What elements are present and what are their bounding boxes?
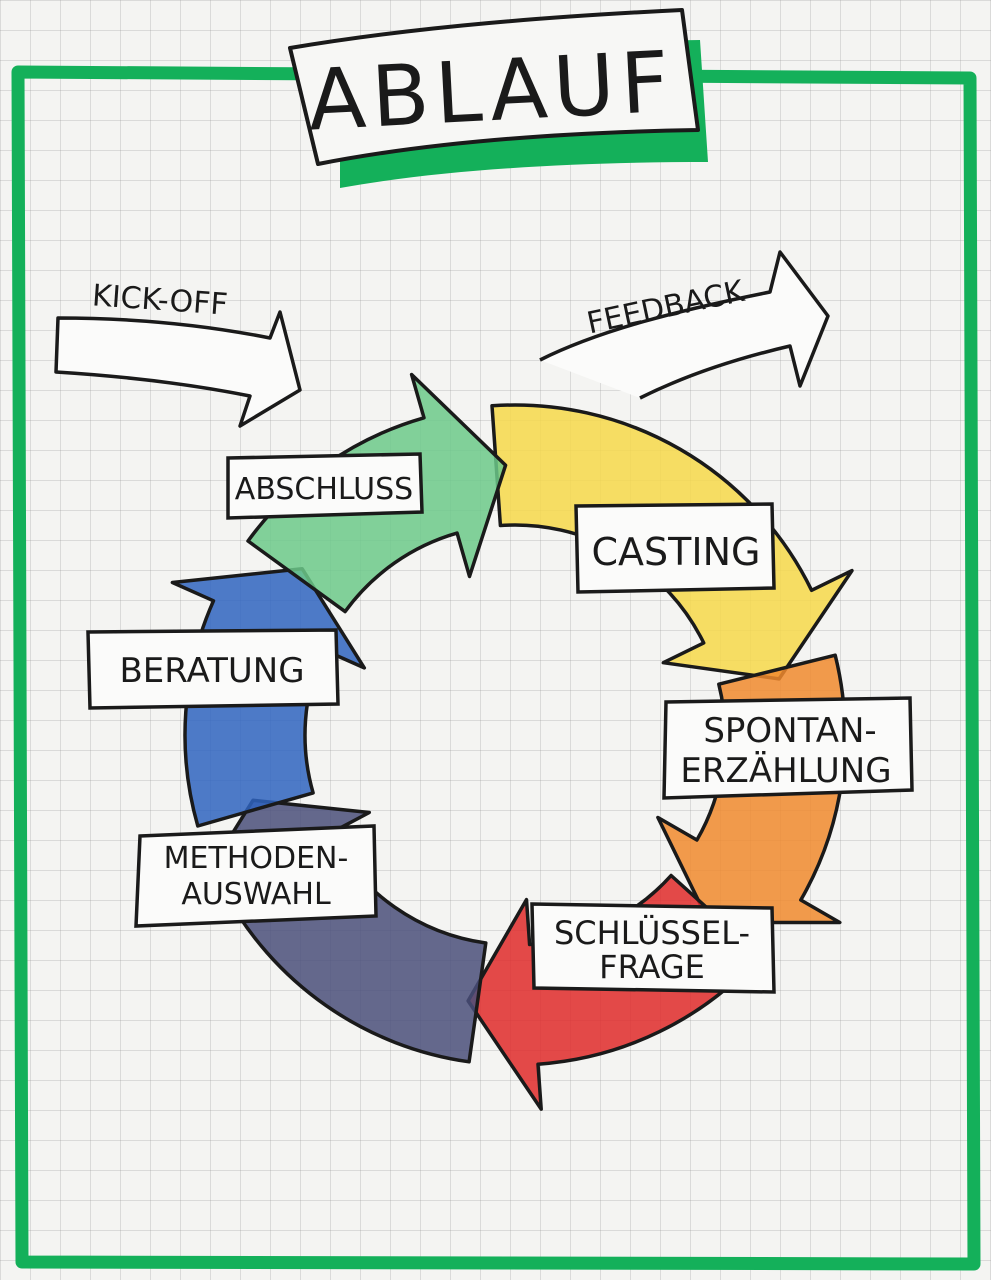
step-label-schluesselfrage-2: FRAGE bbox=[599, 948, 705, 986]
step-box-beratung: BERATUNG bbox=[86, 628, 340, 710]
page-title: ABLAUF bbox=[306, 32, 678, 149]
step-label-spontanerzaehlung-1: SPONTAN- bbox=[703, 711, 876, 751]
step-box-schluesselfrage: SCHLÜSSEL- FRAGE bbox=[530, 902, 776, 994]
step-box-casting: CASTING bbox=[574, 502, 776, 594]
kick-off-arrow: KICK-OFF bbox=[54, 278, 302, 428]
kick-off-label: KICK-OFF bbox=[91, 278, 229, 322]
step-box-abschluss: ABSCHLUSS bbox=[226, 452, 424, 520]
step-label-abschluss: ABSCHLUSS bbox=[235, 472, 413, 507]
feedback-arrow: FEEDBACK bbox=[539, 250, 830, 400]
step-label-beratung: BERATUNG bbox=[119, 651, 304, 691]
step-label-spontanerzaehlung-2: ERZÄHLUNG bbox=[680, 751, 891, 791]
step-box-methodenauswahl: METHODEN- AUSWAHL bbox=[134, 824, 378, 928]
step-label-methodenauswahl-1: METHODEN- bbox=[164, 841, 349, 876]
step-box-spontanerzaehlung: SPONTAN- ERZÄHLUNG bbox=[662, 696, 914, 800]
step-label-casting: CASTING bbox=[592, 530, 761, 574]
step-labels: CASTING SPONTAN- ERZÄHLUNG SCHLÜSSEL- FR… bbox=[86, 452, 914, 994]
step-label-schluesselfrage-1: SCHLÜSSEL- bbox=[554, 914, 750, 952]
step-label-methodenauswahl-2: AUSWAHL bbox=[181, 877, 331, 912]
title-banner: ABLAUF bbox=[288, 8, 708, 188]
